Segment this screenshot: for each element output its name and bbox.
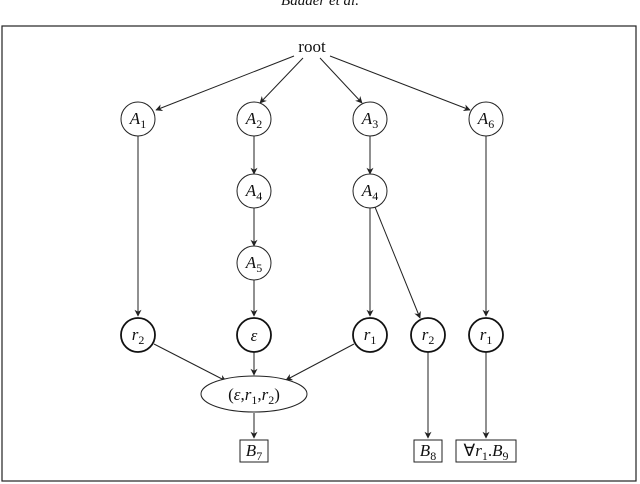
running-header: Baader et al. xyxy=(281,0,359,9)
node-r2-left-base: r xyxy=(132,325,139,344)
svg-text:B7: B7 xyxy=(246,441,262,463)
node-A6-base: A xyxy=(477,109,489,128)
svg-text:A3: A3 xyxy=(361,109,378,131)
node-A6: A6 xyxy=(468,101,504,137)
svg-text:A6: A6 xyxy=(477,109,494,131)
node-B8-base: B xyxy=(420,441,431,460)
node-r1-right-sub: 1 xyxy=(486,333,492,347)
node-A3-base: A xyxy=(361,109,373,128)
node-A4-right-base: A xyxy=(361,181,373,200)
node-B9-r: r xyxy=(475,441,482,460)
node-r2-left: r2 xyxy=(120,317,156,353)
node-B9-dot: . xyxy=(488,441,492,460)
svg-text:r1: r1 xyxy=(480,325,493,347)
svg-text:A5: A5 xyxy=(245,253,262,275)
node-r1-mid: r1 xyxy=(352,317,388,353)
node-B8-sub: 8 xyxy=(430,449,436,463)
node-r2-right-sub: 2 xyxy=(428,333,434,347)
edge-root-A3 xyxy=(319,57,363,104)
node-B7-sub: 7 xyxy=(256,449,262,463)
node-r1-mid-sub: 1 xyxy=(370,333,376,347)
tuple-r2-sub: 2 xyxy=(268,393,274,407)
svg-text:A4: A4 xyxy=(245,181,262,203)
node-B9-sub: 9 xyxy=(502,449,508,463)
node-A1: A1 xyxy=(120,101,156,137)
svg-text:r2: r2 xyxy=(132,325,145,347)
edge-r2-tuple xyxy=(153,343,227,382)
node-A2: A2 xyxy=(236,101,272,137)
node-A5: A5 xyxy=(236,245,272,281)
svg-text:A4: A4 xyxy=(361,181,378,203)
node-A6-sub: 6 xyxy=(488,117,494,131)
node-B9-rsub: 1 xyxy=(482,449,488,463)
node-r1-mid-base: r xyxy=(364,325,371,344)
node-A2-base: A xyxy=(245,109,257,128)
svg-text:r1: r1 xyxy=(364,325,377,347)
node-A5-sub: 5 xyxy=(256,261,262,275)
tuple-comma2: , xyxy=(257,385,261,404)
tuple-r2: r xyxy=(262,385,269,404)
node-A4-left: A4 xyxy=(236,173,272,209)
node-A4-right: A4 xyxy=(352,173,388,209)
svg-text:(ε,r1,r2): (ε,r1,r2) xyxy=(228,385,280,407)
tuple-comma1: , xyxy=(240,385,244,404)
svg-text:A1: A1 xyxy=(129,109,146,131)
svg-text:A2: A2 xyxy=(245,109,262,131)
tuple-eps: ε xyxy=(234,385,241,404)
node-A4-left-base: A xyxy=(245,181,257,200)
node-B9-base: B xyxy=(492,441,503,460)
node-A2-sub: 2 xyxy=(256,117,262,131)
edges xyxy=(134,55,490,439)
edge-r1-tuple xyxy=(285,343,355,381)
node-forall-B9: ∀r1.B9 xyxy=(455,439,517,463)
svg-text:∀r1.B9: ∀r1.B9 xyxy=(464,441,509,463)
node-A1-base: A xyxy=(129,109,141,128)
node-epsilon-label: ε xyxy=(251,326,258,345)
root-label: root xyxy=(298,37,326,56)
tuple-r1-sub: 1 xyxy=(251,393,257,407)
node-tuple: (ε,r1,r2) xyxy=(200,375,308,413)
node-A3: A3 xyxy=(352,101,388,137)
node-epsilon: ε xyxy=(236,317,272,353)
node-A3-sub: 3 xyxy=(372,117,378,131)
edge-A4-r2 xyxy=(374,206,421,319)
node-A1-sub: 1 xyxy=(140,117,146,131)
edge-root-A6 xyxy=(329,55,471,111)
tuple-open: ( xyxy=(228,385,234,404)
node-r1-right-base: r xyxy=(480,325,487,344)
node-A4-left-sub: 4 xyxy=(256,189,262,203)
diagram-frame xyxy=(1,25,637,482)
svg-text:B8: B8 xyxy=(420,441,436,463)
node-r2-left-sub: 2 xyxy=(138,333,144,347)
node-r1-right: r1 xyxy=(468,317,504,353)
node-r2-right-base: r xyxy=(422,325,429,344)
edge-root-A2 xyxy=(259,57,304,104)
node-B9-forall: ∀ xyxy=(464,441,476,460)
tuple-close: ) xyxy=(274,385,280,404)
node-A4-right-sub: 4 xyxy=(372,189,378,203)
node-A5-base: A xyxy=(245,253,257,272)
node-r2-right: r2 xyxy=(410,317,446,353)
edge-root-A1 xyxy=(155,55,295,111)
tuple-r1: r xyxy=(245,385,252,404)
svg-text:r2: r2 xyxy=(422,325,435,347)
node-B7-base: B xyxy=(246,441,257,460)
node-B8: B8 xyxy=(413,439,443,463)
node-B7: B7 xyxy=(239,439,269,463)
